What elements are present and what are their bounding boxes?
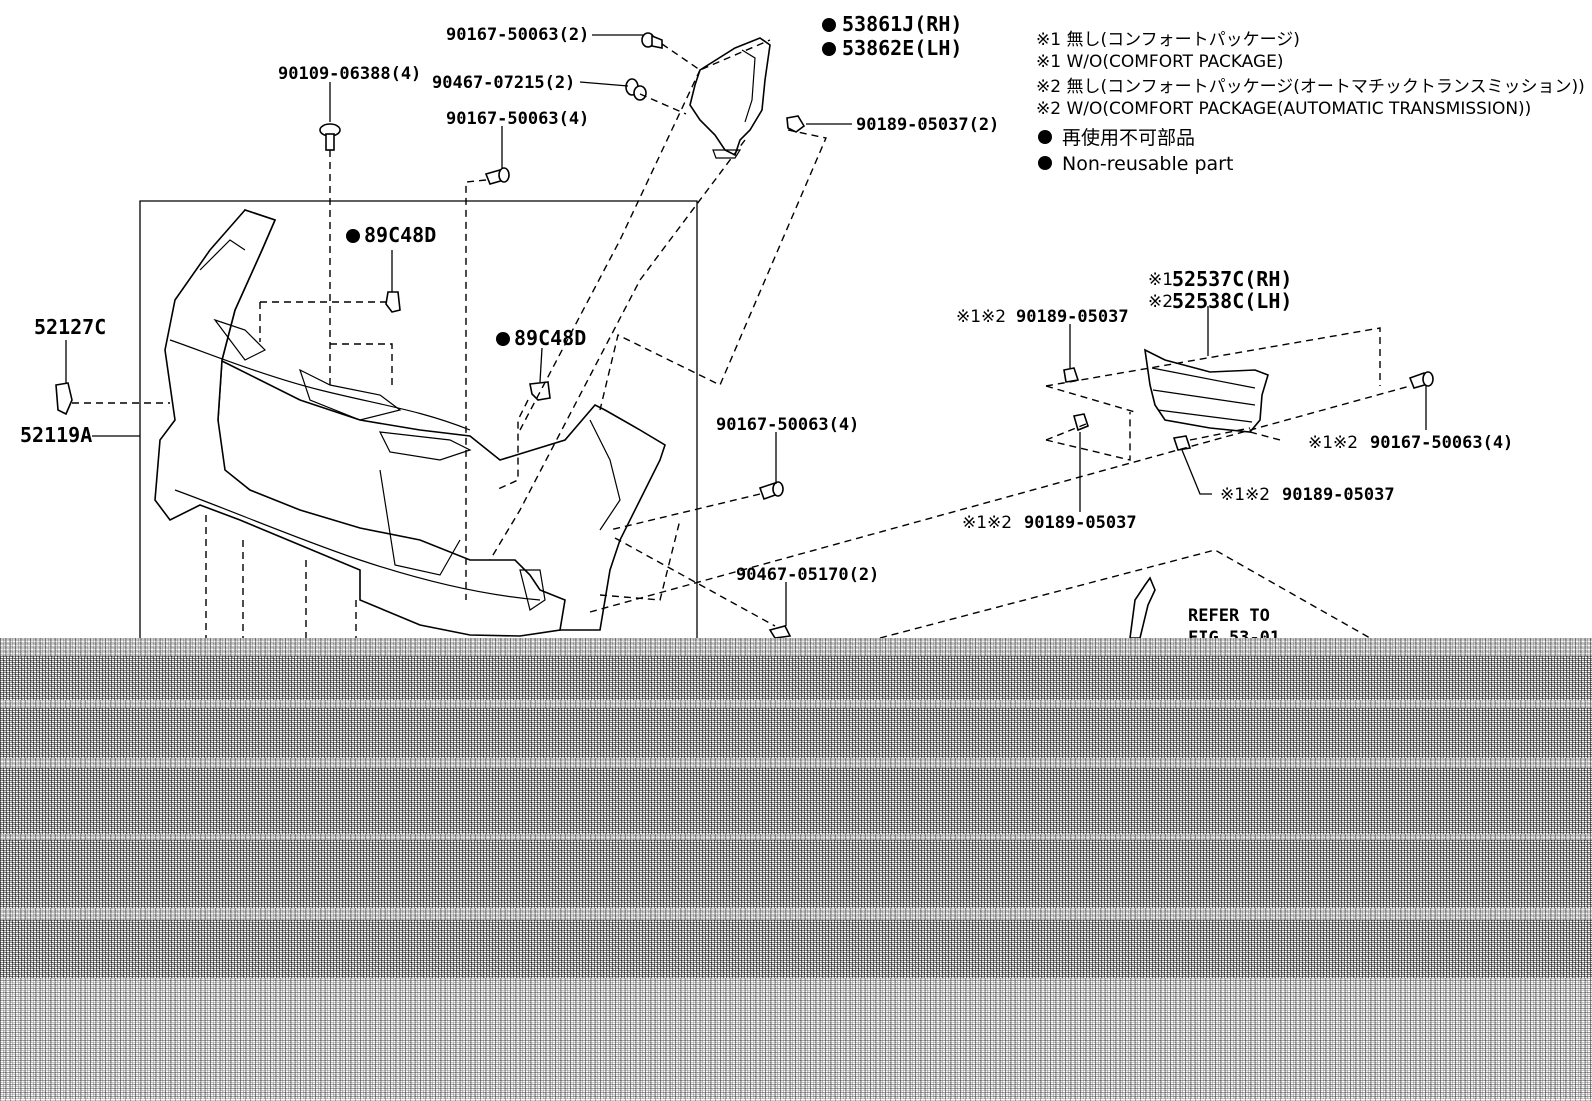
bolt-washer-icon (319, 123, 341, 151)
legend-line-4: ※2 W/O(COMFORT PACKAGE(AUTOMATIC TRANSMI… (1036, 99, 1531, 119)
noise-band (0, 758, 1592, 768)
screw-icon (484, 167, 510, 185)
noise-band (0, 834, 1592, 840)
clip-icon (1172, 435, 1192, 451)
part-labels: 90167-50063(2) 53861J(RH) 53862E(LH) 901… (20, 12, 1513, 648)
noise-band (0, 978, 1592, 1101)
label-90189-05037-top: 90189-05037(2) (856, 115, 999, 135)
label-90467-05170: 90467-05170(2) (736, 565, 879, 585)
legend-line-5: 再使用不可部品 (1062, 127, 1195, 149)
legend: ※1 無し(コンフォートパッケージ) ※1 W/O(COMFORT PACKAG… (1036, 30, 1585, 175)
screw-icon (1408, 371, 1434, 389)
bracket-drawing (689, 37, 771, 159)
non-reusable-dot-icon (1038, 130, 1052, 144)
noise-band (0, 638, 1592, 656)
label-90189-05037-left: 90189-05037 (1016, 307, 1129, 327)
label-52119a: 52119A (20, 423, 92, 447)
label-refer-to: REFER TO (1188, 606, 1270, 626)
label-52127c: 52127C (34, 315, 106, 339)
label-52537c-mark: ※1 (1148, 270, 1173, 290)
label-53861j: 53861J(RH) (842, 12, 962, 36)
label-90167-50063-center: 90167-50063(4) (716, 415, 859, 435)
label-90109-06388: 90109-06388(4) (278, 64, 421, 84)
clip-icon (55, 382, 73, 416)
leader-lines (65, 34, 1427, 626)
grommet-icon (625, 78, 647, 101)
label-89c48d-b: 89C48D (514, 326, 586, 350)
non-reusable-dot-icon (346, 229, 360, 243)
label-52538c-mark: ※2 (1148, 292, 1173, 312)
bumper-enclosure-box (139, 200, 698, 638)
refer-part-drawing (1129, 576, 1156, 639)
label-53862e: 53862E(LH) (842, 36, 962, 60)
label-90167-50063-right: 90167-50063(4) (1370, 433, 1513, 453)
non-reusable-dot-icon (496, 332, 510, 346)
clip-icon (1063, 367, 1080, 383)
assembly-lines (72, 39, 1411, 639)
label-90189-bl-mark: ※1※2 (962, 513, 1012, 533)
non-reusable-dot-icon (822, 42, 836, 56)
screw-icon (758, 481, 784, 501)
legend-line-6: Non-reusable part (1062, 153, 1233, 175)
non-reusable-dot-icon (822, 18, 836, 32)
bumper-cover-drawing (154, 208, 666, 637)
clip-icon (385, 291, 401, 313)
label-52538c: 52538C(LH) (1172, 289, 1292, 313)
label-90189-left-mark: ※1※2 (956, 307, 1006, 327)
label-90167-50063-top: 90167-50063(2) (446, 25, 589, 45)
noise-band (0, 908, 1592, 920)
clip-icon (1072, 413, 1089, 432)
fasteners (55, 32, 1434, 639)
image-noise-region (0, 638, 1592, 1101)
legend-line-2: ※1 W/O(COMFORT PACKAGE) (1036, 52, 1284, 72)
clip-icon (768, 625, 792, 639)
noise-band (0, 700, 1592, 708)
clip-icon (786, 115, 806, 133)
label-90189-05037-br: 90189-05037 (1282, 485, 1395, 505)
grille-insert-drawing (1143, 348, 1269, 433)
label-90467-07215: 90467-07215(2) (432, 73, 575, 93)
screw-icon (641, 32, 663, 49)
clip-icon (529, 381, 551, 401)
legend-line-1: ※1 無し(コンフォートパッケージ) (1036, 30, 1300, 50)
label-89c48d-a: 89C48D (364, 223, 436, 247)
label-90189-05037-bl: 90189-05037 (1024, 513, 1137, 533)
legend-line-3: ※2 無し(コンフォートパッケージ(オートマチックトランスミッション)) (1036, 77, 1585, 97)
non-reusable-dot-icon (1038, 156, 1052, 170)
label-90189-br-mark: ※1※2 (1220, 485, 1270, 505)
label-90167-50063-mid: 90167-50063(4) (446, 109, 589, 129)
label-52537c: 52537C(RH) (1172, 267, 1292, 291)
label-90167-right-mark: ※1※2 (1308, 433, 1358, 453)
